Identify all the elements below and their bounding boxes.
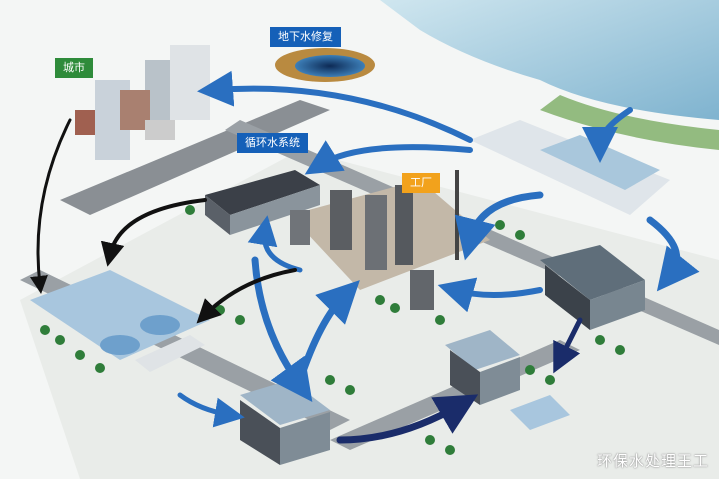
arrow-sludge-to-treatment [336, 394, 479, 444]
arrow-factory-up [247, 215, 303, 273]
city-buildings [75, 45, 210, 160]
label-city: 城市 [55, 58, 93, 78]
cooling-tower-building [205, 170, 320, 215]
coast-trees [540, 95, 719, 150]
wastewater-pools [30, 270, 210, 360]
arrow-to-pool [177, 392, 245, 428]
trees [40, 205, 625, 455]
label-circulating-water-system: 循环水系统 [237, 133, 308, 153]
watermark: 环保水处理王工 [596, 452, 709, 470]
arrow-sea-to-city [197, 70, 473, 143]
sea [380, 0, 719, 120]
label-factory: 工厂 [402, 173, 440, 193]
road [60, 100, 330, 215]
arrow-down-to-sludge [251, 256, 313, 402]
arrow-to-cooling [304, 140, 473, 175]
arrow-to-factory [454, 191, 544, 261]
arrow-sea-return [582, 107, 633, 163]
arrow-factory-to-pool [196, 268, 297, 324]
arrow-membrane-to-treatment [553, 317, 583, 374]
membrane-building [540, 245, 645, 300]
groundwater-pond [295, 55, 365, 77]
seawater-treatment [470, 120, 670, 215]
arrow-to-membrane [646, 216, 700, 292]
arrow-membrane-to-factory [437, 277, 543, 313]
arrow-cooling-to-pool [100, 198, 207, 267]
treatment-building [445, 330, 520, 370]
arrow-city-to-pool [30, 118, 72, 294]
label-groundwater-remediation: 地下水修复 [270, 27, 341, 47]
sludge-building [240, 380, 330, 425]
arrow-sludge-up [296, 280, 360, 384]
ground [20, 150, 719, 479]
